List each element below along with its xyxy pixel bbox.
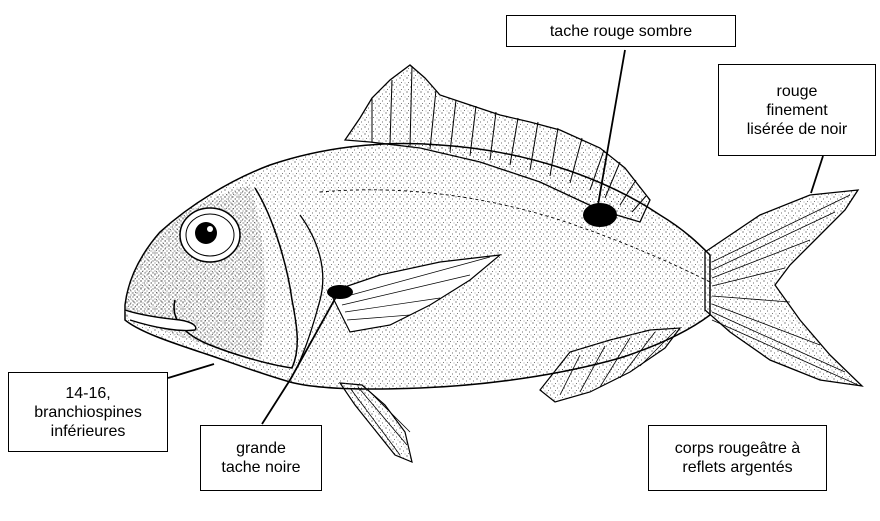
callout-text: reflets argentés — [682, 458, 792, 477]
callout-text: lisérée de noir — [747, 120, 848, 139]
callout-tail-edge: rouge finement lisérée de noir — [718, 64, 876, 156]
callout-text: tache noire — [221, 458, 300, 477]
callout-text: tache rouge sombre — [550, 22, 692, 41]
black-spot-mark — [327, 285, 353, 299]
callout-gill-rakers: 14-16, branchiospines inférieures — [8, 372, 168, 452]
caudal-fin — [705, 190, 862, 386]
callout-text: branchiospines — [34, 403, 142, 422]
eye — [180, 208, 240, 262]
callout-text: corps rougeâtre à — [675, 439, 800, 458]
callout-text: rouge — [777, 82, 818, 101]
callout-black-spot: grande tache noire — [200, 425, 322, 491]
callout-body-color: corps rougeâtre à reflets argentés — [648, 425, 827, 491]
callout-text: 14-16, — [65, 384, 110, 403]
callout-text: grande — [236, 439, 286, 458]
callout-text: finement — [766, 101, 827, 120]
dark-red-spot-mark — [583, 203, 617, 227]
callout-dark-red-spot: tache rouge sombre — [506, 15, 736, 47]
pelvic-fin — [340, 383, 412, 462]
callout-text: inférieures — [51, 422, 126, 441]
